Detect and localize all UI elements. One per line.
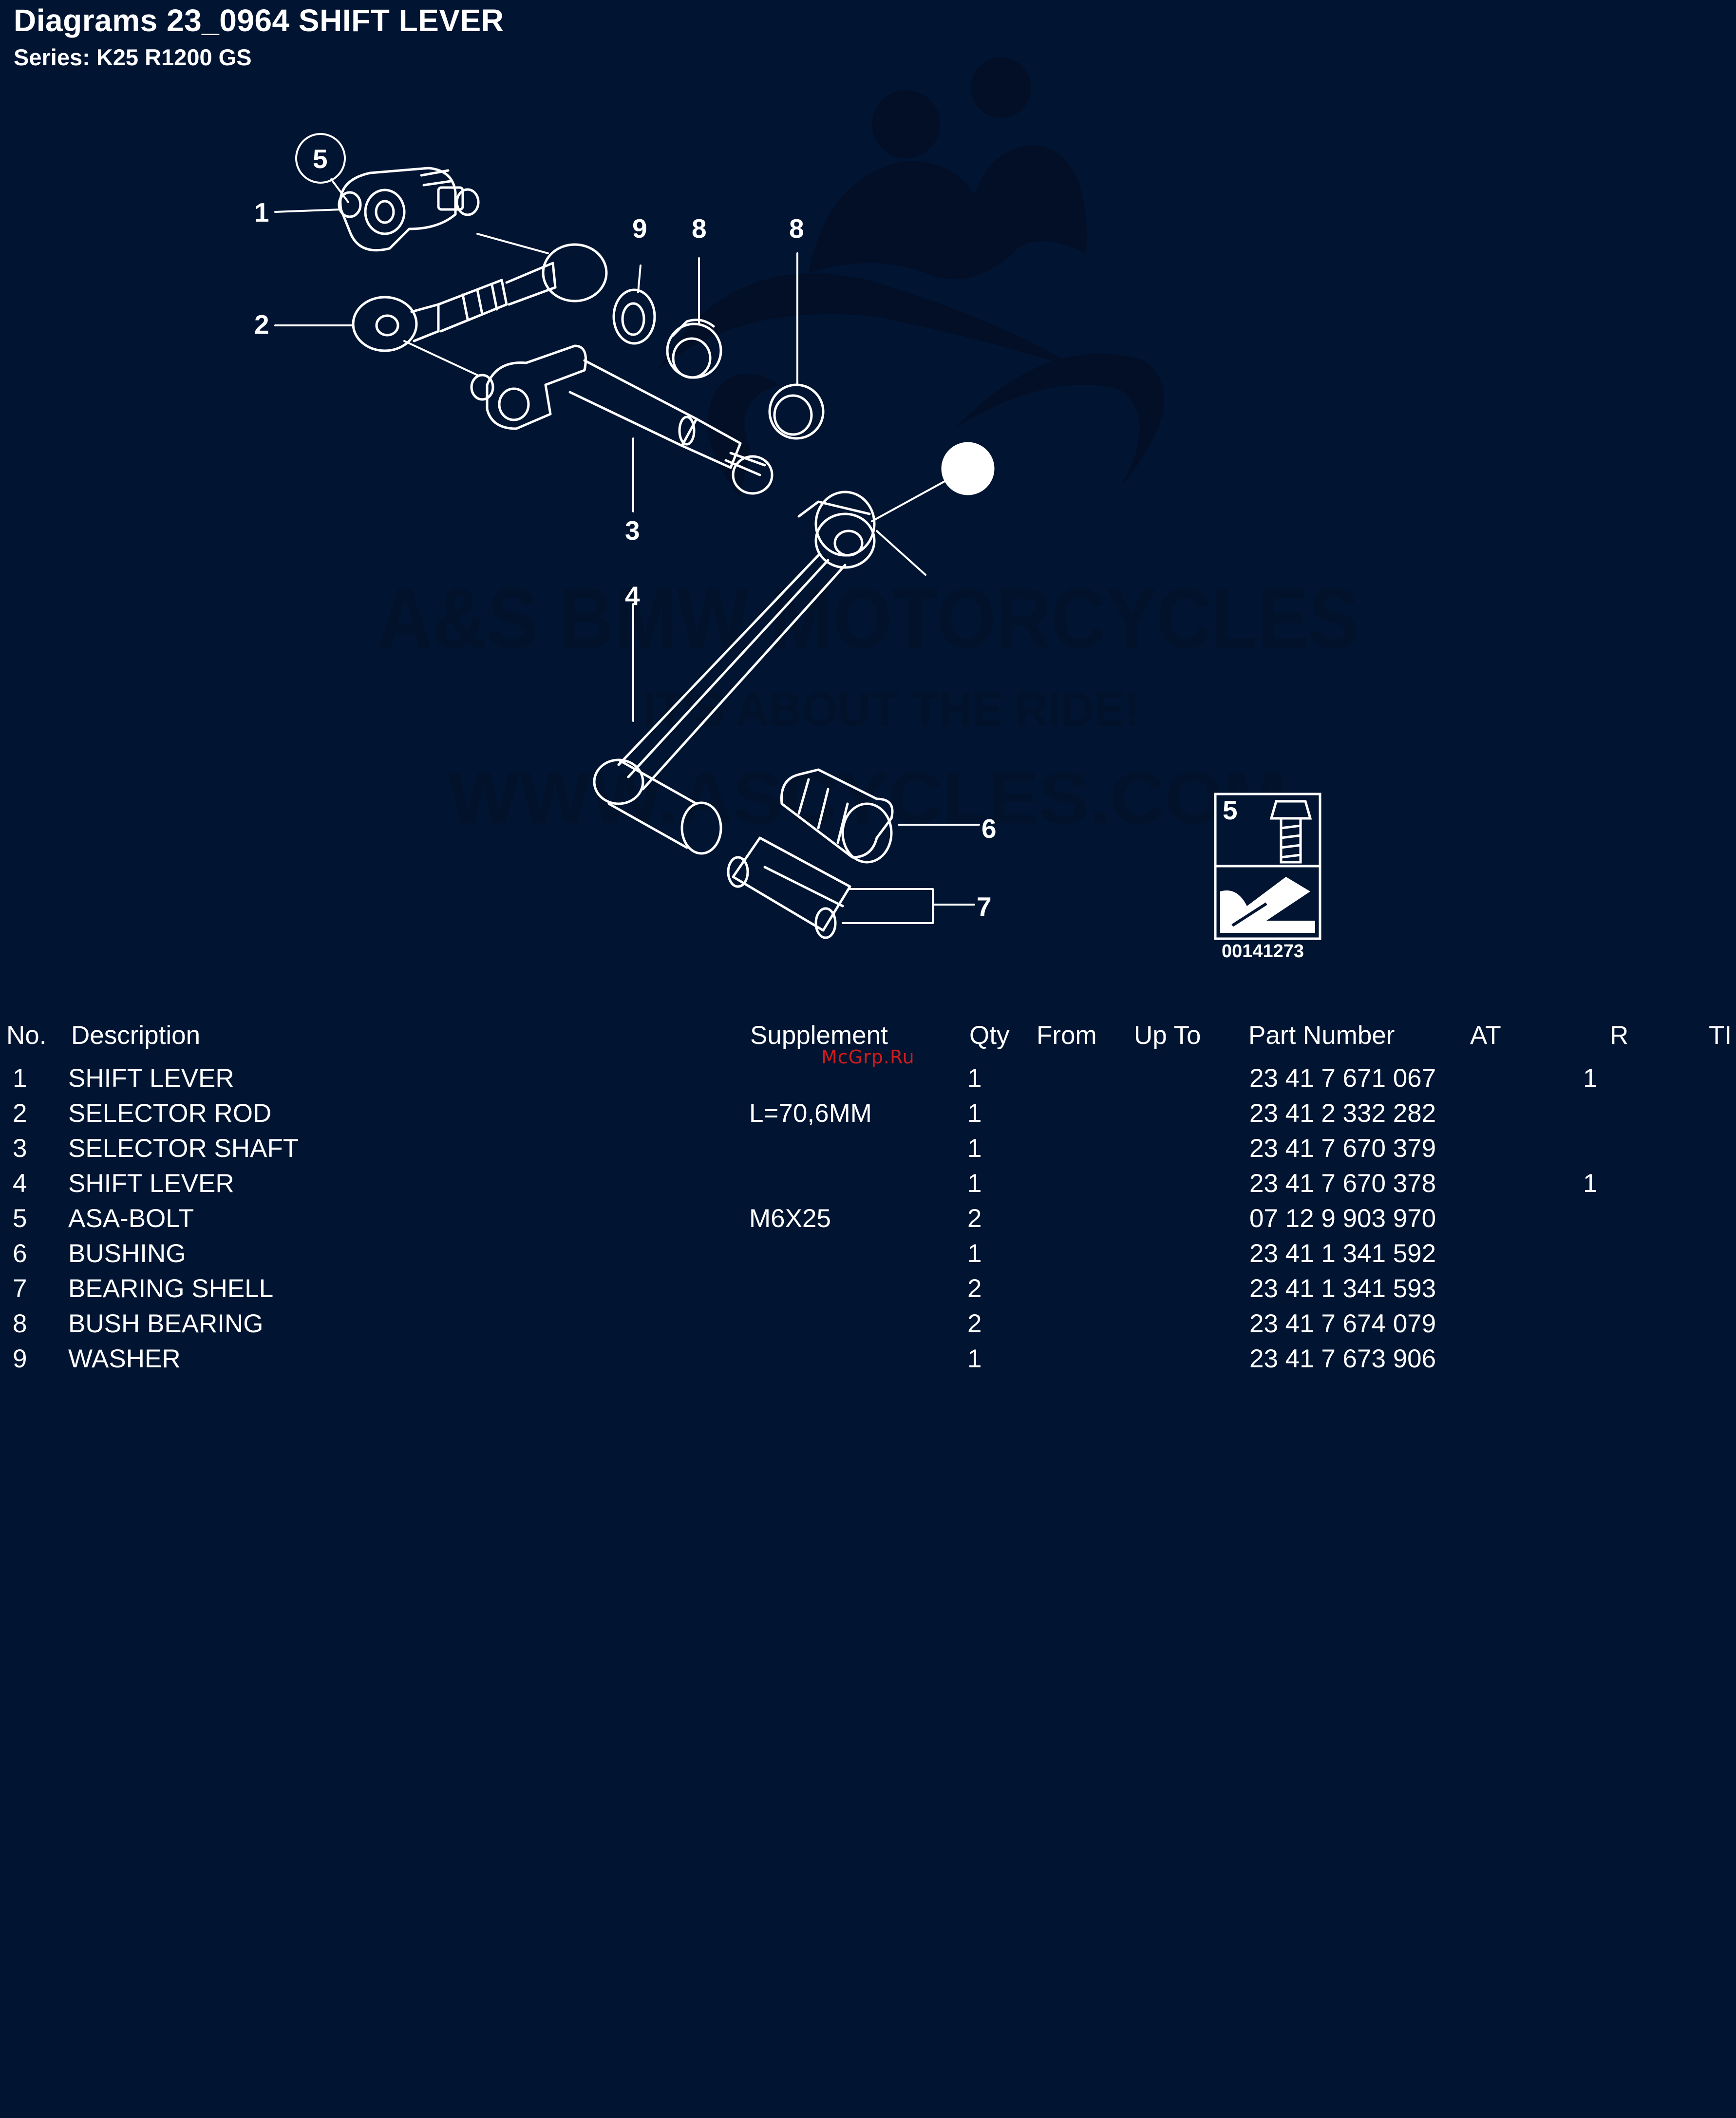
cell-qty: 2 bbox=[967, 1274, 982, 1303]
callout-2: 2 bbox=[254, 309, 269, 340]
cell-description: WASHER bbox=[68, 1344, 181, 1373]
cell-supplement: M6X25 bbox=[749, 1204, 831, 1233]
col-header-supplement: Supplement bbox=[750, 1021, 888, 1050]
cell-qty: 2 bbox=[967, 1204, 982, 1233]
cell-part-number: 23 41 7 674 079 bbox=[1249, 1309, 1436, 1338]
cell-qty: 1 bbox=[967, 1169, 982, 1198]
watermark-overlay: McGrp.Ru bbox=[821, 1046, 915, 1068]
page-title: Diagrams 23_0964 SHIFT LEVER bbox=[14, 3, 504, 38]
cell-no: 6 bbox=[13, 1239, 27, 1268]
cell-no: 8 bbox=[13, 1309, 27, 1338]
pointer-tool-icon bbox=[1220, 877, 1315, 933]
part-2-selector-rod bbox=[352, 233, 608, 376]
cell-description: BUSH BEARING bbox=[68, 1309, 264, 1338]
watermark-line-2: IT'S ABOUT THE RIDE! bbox=[643, 682, 1140, 736]
cell-part-number: 23 41 2 332 282 bbox=[1249, 1099, 1436, 1128]
cell-description: SHIFT LEVER bbox=[68, 1064, 234, 1093]
callout-9: 9 bbox=[632, 213, 647, 244]
cell-description: SELECTOR SHAFT bbox=[68, 1134, 299, 1163]
image-code: 00141273 bbox=[1222, 941, 1304, 962]
callout-6: 6 bbox=[981, 813, 997, 844]
part-3-selector-shaft bbox=[470, 344, 774, 495]
callout-8a: 8 bbox=[692, 213, 707, 244]
callout-4: 4 bbox=[625, 581, 640, 611]
callout-7: 7 bbox=[977, 891, 992, 922]
cell-qty: 2 bbox=[967, 1309, 982, 1338]
cell-r: 1 bbox=[1583, 1064, 1598, 1093]
cell-description: SHIFT LEVER bbox=[68, 1169, 234, 1198]
cell-part-number: 23 41 7 671 067 bbox=[1249, 1064, 1436, 1093]
cell-part-number: 23 41 1 341 593 bbox=[1249, 1274, 1436, 1303]
col-header-no: No. bbox=[6, 1021, 47, 1050]
watermark-line-3: WWW.ASCYCLES.COM bbox=[448, 757, 1286, 839]
col-header-r: R bbox=[1610, 1021, 1629, 1050]
cell-description: SELECTOR ROD bbox=[68, 1099, 272, 1128]
part-7-bearing-shell bbox=[727, 836, 851, 939]
cell-no: 2 bbox=[13, 1099, 27, 1128]
cell-part-number: 07 12 9 903 970 bbox=[1249, 1204, 1436, 1233]
inset-callout-5: 5 bbox=[1223, 795, 1238, 825]
inset-fastener-box: 5 bbox=[1214, 793, 1321, 940]
col-header-up-to: Up To bbox=[1134, 1021, 1201, 1050]
col-header-at: AT bbox=[1470, 1021, 1501, 1050]
part-9-washer bbox=[612, 288, 656, 345]
leader-lines bbox=[274, 133, 980, 924]
cell-no: 4 bbox=[13, 1169, 27, 1198]
callout-1: 1 bbox=[254, 197, 269, 227]
cell-description: BEARING SHELL bbox=[68, 1274, 274, 1303]
col-header-from: From bbox=[1037, 1021, 1097, 1050]
cell-description: BUSHING bbox=[68, 1239, 186, 1268]
callout-3: 3 bbox=[625, 515, 640, 546]
watermark-logo bbox=[658, 57, 1164, 497]
series-subtitle: Series: K25 R1200 GS bbox=[14, 44, 252, 70]
col-header-ti: TI bbox=[1709, 1021, 1732, 1050]
cell-part-number: 23 41 7 670 379 bbox=[1249, 1134, 1436, 1163]
cell-part-number: 23 41 7 673 906 bbox=[1249, 1344, 1436, 1373]
cell-qty: 1 bbox=[967, 1064, 982, 1093]
cell-no: 7 bbox=[13, 1274, 27, 1303]
callout-5: 5 bbox=[313, 144, 328, 174]
part-8-bush-bearing-2 bbox=[768, 383, 825, 440]
cell-part-number: 23 41 1 341 592 bbox=[1249, 1239, 1436, 1268]
cell-part-number: 23 41 7 670 378 bbox=[1249, 1169, 1436, 1198]
col-header-qty: Qty bbox=[969, 1021, 1010, 1050]
parts-diagram: A&S BMW MOTORCYCLES IT'S ABOUT THE RIDE!… bbox=[254, 57, 1359, 962]
part-4-shift-lever bbox=[593, 442, 995, 855]
cell-no: 5 bbox=[13, 1204, 27, 1233]
cell-qty: 1 bbox=[967, 1099, 982, 1128]
part-1-shift-lever-clamp bbox=[338, 167, 480, 252]
cell-no: 3 bbox=[13, 1134, 27, 1163]
bolt-icon bbox=[1269, 800, 1312, 864]
cell-r: 1 bbox=[1583, 1169, 1598, 1198]
col-header-description: Description bbox=[71, 1021, 201, 1050]
callout-8b: 8 bbox=[789, 213, 804, 244]
cell-qty: 1 bbox=[967, 1134, 982, 1163]
cell-qty: 1 bbox=[967, 1344, 982, 1373]
part-6-bushing bbox=[780, 768, 894, 864]
col-header-part-number: Part Number bbox=[1248, 1021, 1395, 1050]
cell-description: ASA-BOLT bbox=[68, 1204, 194, 1233]
watermark-line-1: A&S BMW MOTORCYCLES bbox=[377, 571, 1359, 666]
cell-no: 9 bbox=[13, 1344, 27, 1373]
cell-qty: 1 bbox=[967, 1239, 982, 1268]
cell-no: 1 bbox=[13, 1064, 27, 1093]
cell-supplement: L=70,6MM bbox=[749, 1099, 872, 1128]
